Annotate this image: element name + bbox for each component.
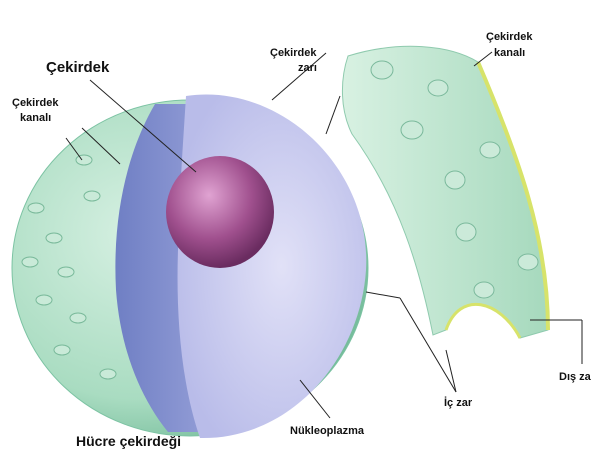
- label-envelope-line2: zarı: [298, 62, 317, 74]
- label-nucleus: Çekirdek: [46, 59, 110, 76]
- nucleolus: [166, 156, 274, 268]
- nucleoplasm-region: [178, 94, 367, 438]
- label-pore-left-line2: kanalı: [20, 112, 51, 124]
- label-nucleoplasm: Nükleoplazma: [290, 425, 365, 437]
- label-pore-left-line1: Çekirdek: [12, 97, 59, 109]
- label-pore-right-line1: Çekirdek: [486, 31, 533, 43]
- label-envelope-line1: Çekirdek: [270, 47, 317, 59]
- label-pore-right-line2: kanalı: [494, 47, 525, 59]
- label-inner-membrane: İç zar: [444, 396, 473, 409]
- caption: Hücre çekirdeği: [76, 433, 181, 449]
- label-outer-membrane: Dış za: [559, 371, 592, 383]
